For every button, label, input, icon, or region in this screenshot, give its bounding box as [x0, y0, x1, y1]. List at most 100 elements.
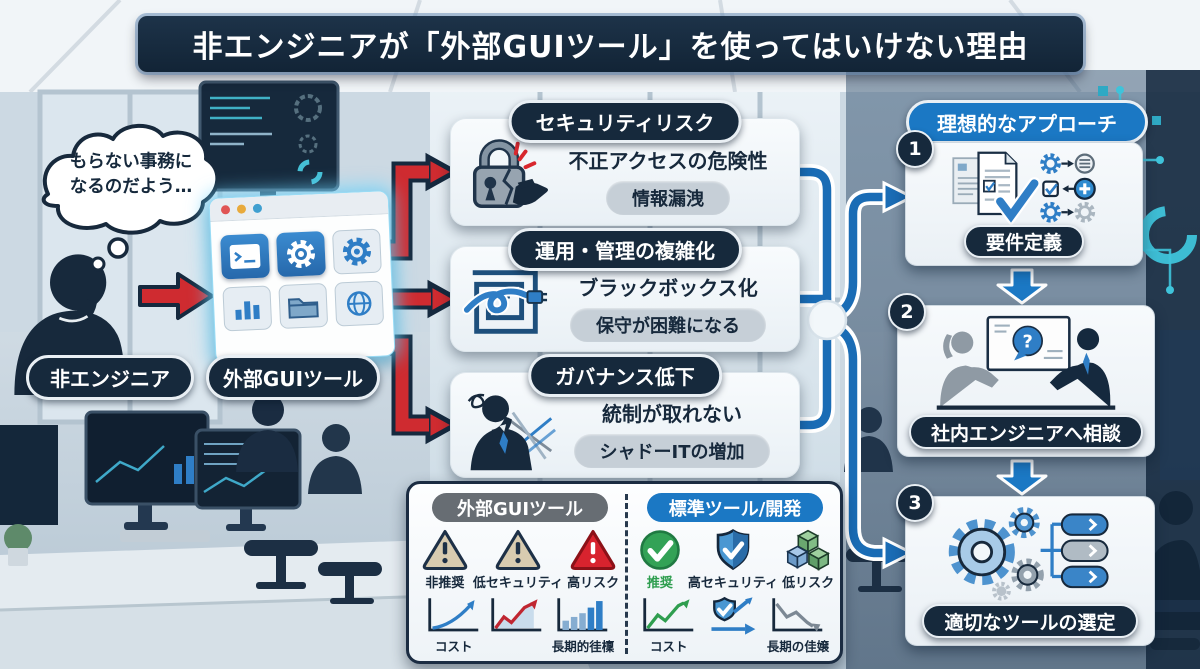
risk-text: 不正アクセスの危険性	[568, 149, 768, 173]
rating-label: 低セキュリティ	[472, 576, 564, 591]
risk-rising-area-icon	[491, 598, 542, 632]
chart-label: 長期的徍檁	[551, 639, 615, 654]
question-mark-glyph: ?	[1023, 332, 1033, 353]
thought-text: もらない事務に なるのだよう…	[50, 150, 212, 199]
external-chart-row: コスト	[426, 596, 615, 655]
rating-item: 高セキュリティ	[686, 528, 780, 591]
external-gui-tool-label: 外部GUIツール	[206, 355, 380, 400]
shield-check-icon	[716, 529, 750, 571]
confused-businessman-icon	[467, 393, 556, 471]
alert-triangle-red-icon	[570, 529, 616, 571]
chart-label: コスト	[649, 639, 688, 654]
chart-cell: コスト	[426, 596, 482, 655]
external-gui-tool-window	[208, 190, 396, 364]
risk-header-security: セキュリティリスク	[508, 100, 742, 143]
rating-item: 低セキュリティ	[471, 528, 565, 591]
window-zoom-dot[interactable]	[252, 203, 263, 213]
thought-bubble: もらない事務に なるのだよう…	[26, 112, 236, 272]
chart-label: 長期の佳嬢	[766, 639, 830, 654]
non-engineer-label: 非エンジニア	[26, 355, 194, 400]
red-arrow-person-to-tool	[138, 272, 214, 320]
chart-cell: 長期の佳嬢	[766, 596, 830, 655]
rating-label: 高セキュリティ	[687, 576, 779, 591]
broken-lock-icon	[472, 139, 549, 208]
thought-bubble-cloud	[41, 123, 220, 272]
declining-line-icon	[772, 598, 823, 632]
warning-triangle-icon	[495, 529, 541, 571]
step-down-arrow-2	[996, 459, 1048, 496]
risk-box-operations: 運用・管理の複雑化 ブラックボックス化 保守が困難になる	[450, 228, 800, 352]
chart-label: コスト	[434, 639, 473, 654]
risk-badge: シャドーITの増加	[573, 434, 771, 468]
risk-header-governance: ガバナンス低下	[528, 354, 722, 397]
warning-triangle-icon	[422, 529, 468, 571]
rating-item: 低リスク	[780, 528, 836, 591]
step-card-requirements: 1	[896, 130, 1143, 266]
cost-rising-line-icon	[643, 598, 694, 632]
shield-trend-icon	[711, 596, 756, 635]
rating-label: 非推奨	[425, 576, 465, 591]
bar-chart-icon[interactable]	[222, 285, 273, 332]
rating-label: 推奨	[646, 576, 673, 591]
column-header-standard: 標準ツール/開発	[647, 493, 823, 522]
check-circle-icon	[640, 530, 680, 570]
rating-item: 推奨	[634, 528, 686, 591]
tool-icon-grid	[211, 214, 394, 332]
consultation-icon: ?	[936, 315, 1116, 410]
growth-bars-icon	[557, 598, 608, 632]
globe-icon[interactable]	[334, 280, 385, 327]
standard-chart-row: コスト	[641, 596, 830, 655]
rating-item: 高リスク	[565, 528, 621, 591]
comparison-table: 外部GUIツール 非推奨 低セキュリティ	[406, 481, 843, 664]
rating-item: 非推奨	[419, 528, 471, 591]
window-minimize-dot[interactable]	[236, 203, 247, 214]
blue-connector	[789, 164, 916, 570]
risk-texts-operations: ブラックボックス化 保守が困難になる	[549, 260, 787, 342]
maze-cable-icon	[461, 270, 548, 334]
risk-text: ブラックボックス化	[578, 276, 758, 300]
risk-texts-governance: 統制が取れない シャドーITの増加	[557, 386, 787, 468]
step-label-consultation: 社内エンジニアへ相談	[908, 415, 1143, 449]
standard-rating-row: 推奨 高セキュリティ	[634, 528, 836, 591]
ideal-approach-header: 理想的なアプローチ	[906, 100, 1148, 144]
chart-cell	[489, 596, 545, 655]
gear-icon[interactable]	[276, 230, 326, 278]
chart-cell	[704, 596, 760, 655]
column-header-external: 外部GUIツール	[432, 493, 608, 522]
window-close-dot[interactable]	[220, 204, 231, 214]
risk-texts-security: 不正アクセスの危険性 情報漏洩	[549, 133, 787, 215]
step-down-arrow-1	[996, 268, 1048, 305]
risk-box-governance: ガバナンス低下 統制が取れない シャドーITの増加	[450, 354, 800, 478]
step-number-badge: 1	[896, 130, 934, 168]
external-rating-row: 非推奨 低セキュリティ 高リスク	[419, 528, 621, 591]
rating-label: 低リスク	[782, 576, 835, 591]
risk-badge: 保守が困難になる	[570, 308, 766, 342]
cost-rising-curve-icon	[428, 598, 479, 632]
red-arrows-tool-to-risks	[383, 152, 463, 445]
step-label-requirements: 要件定義	[963, 224, 1084, 258]
risk-badge: 情報漏洩	[606, 181, 730, 215]
step-label-tool-selection: 適切なツールの選定	[922, 604, 1138, 638]
building-blocks-icon	[786, 529, 831, 571]
risk-header-operations: 運用・管理の複雑化	[508, 228, 742, 271]
chart-cell: コスト	[641, 596, 697, 655]
tool-selection-icon	[948, 507, 1109, 601]
folder-icon[interactable]	[278, 282, 329, 329]
step-number-badge: 2	[888, 293, 926, 331]
table-divider	[625, 494, 628, 654]
column-standard-tools: 標準ツール/開発 推奨 高セキュリティ	[631, 484, 839, 661]
risk-text: 統制が取れない	[602, 402, 742, 426]
terminal-icon[interactable]	[220, 233, 270, 280]
gear-icon[interactable]	[332, 228, 382, 275]
requirements-document-icon	[952, 151, 1096, 225]
thought-line-2: なるのだよう…	[69, 176, 193, 197]
risk-box-security: セキュリティリスク 不正アクセスの危険性 情報漏洩	[450, 100, 800, 226]
step-number-badge: 3	[896, 484, 934, 522]
page-title: 非エンジニアが「外部GUIツール」を使ってはいけない理由	[138, 16, 1083, 72]
connector-node	[806, 299, 848, 341]
step-card-consultation: 2 ? 社内エン	[888, 293, 1155, 457]
thought-line-1: もらない事務に	[69, 152, 193, 172]
column-external-gui: 外部GUIツール 非推奨 低セキュリティ	[415, 484, 625, 661]
step-card-tool-selection: 3 適切なツールの選定	[896, 484, 1155, 646]
